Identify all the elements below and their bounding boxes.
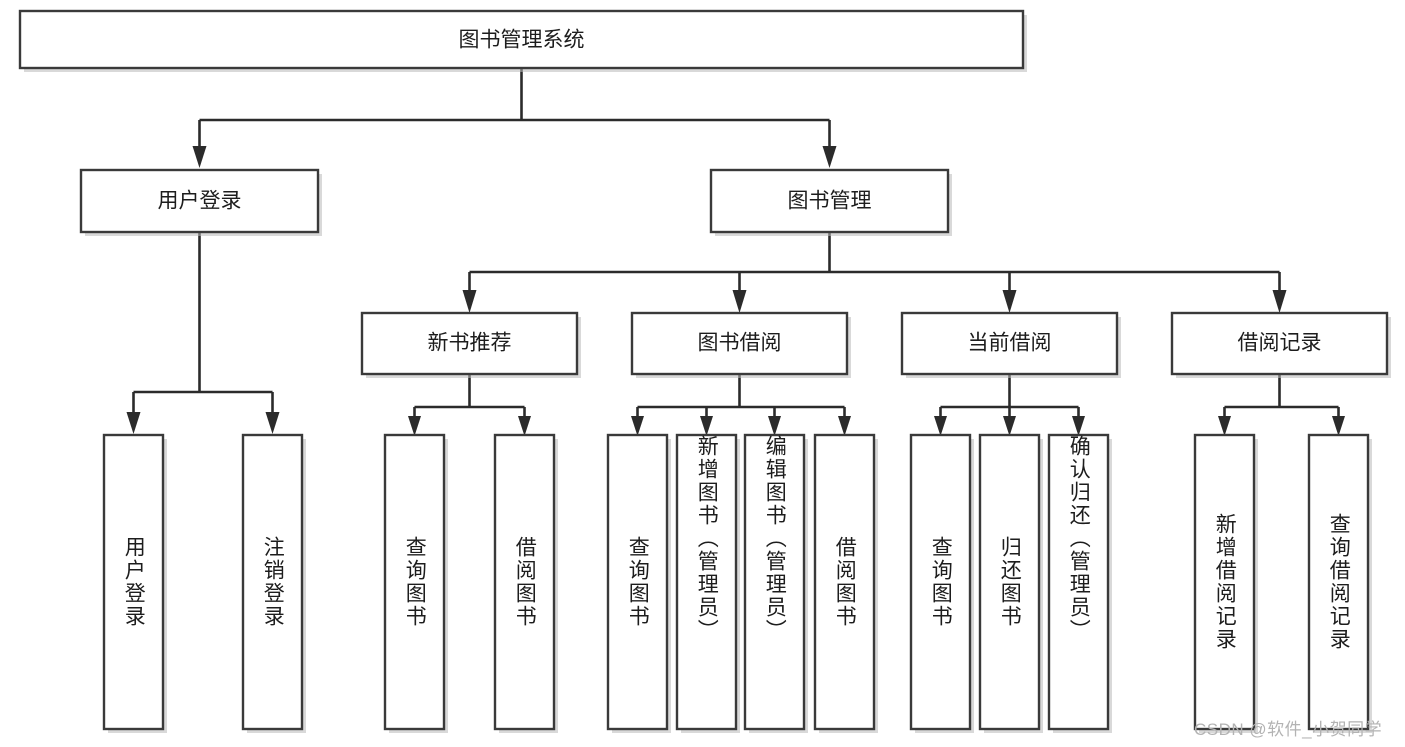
- node-new-book-recommend-label: 新书推荐: [428, 332, 512, 355]
- node-book-manage[interactable]: 图书管理: [709, 168, 952, 236]
- arrow-head-leaf-query-book-2: [631, 416, 644, 436]
- connector-group-borrow-record-to-leaves: [1218, 374, 1345, 436]
- arrow-head-leaf-add-book: [700, 416, 713, 436]
- node-current-borrow-label: 当前借阅: [968, 332, 1052, 355]
- node-user-login[interactable]: 用户登录: [79, 168, 322, 236]
- node-leaf-query-book-3[interactable]: [909, 433, 974, 733]
- arrow-head-leaf-user-login: [126, 412, 141, 434]
- node-leaf-add-record[interactable]: [1193, 433, 1258, 733]
- node-borrow-record-label: 借阅记录: [1238, 332, 1322, 355]
- connector-group-book-manage-to-level3: [462, 232, 1287, 313]
- node-leaf-user-login[interactable]: [102, 433, 167, 733]
- node-book-borrow-label: 图书借阅: [698, 332, 782, 355]
- arrow-head-leaf-edit-book: [768, 416, 781, 436]
- node-root[interactable]: 图书管理系统: [18, 9, 1027, 72]
- arrow-head-user-login: [192, 146, 207, 168]
- node-leaf-borrow-book-2[interactable]: [813, 433, 878, 733]
- arrow-head-leaf-query-record: [1332, 416, 1345, 436]
- node-root-label: 图书管理系统: [459, 29, 585, 52]
- arrow-head-leaf-add-record: [1218, 416, 1231, 436]
- arrow-head-leaf-return-book: [1003, 416, 1016, 436]
- arrow-head-borrow-record: [1272, 290, 1287, 313]
- connector-group-root-to-level2: [192, 68, 837, 168]
- node-leaf-confirm-return[interactable]: [1047, 433, 1112, 733]
- csdn-watermark: CSDN @软件_小贺同学: [1194, 720, 1383, 739]
- connector-group-new-book-to-leaves: [408, 374, 531, 436]
- arrow-head-new-book-recommend: [462, 290, 477, 313]
- arrow-head-book-borrow: [732, 290, 747, 313]
- node-leaf-return-book[interactable]: [978, 433, 1043, 733]
- arrow-head-book-manage: [822, 146, 837, 168]
- node-leaf-query-book-1[interactable]: [383, 433, 448, 733]
- node-leaf-query-book-2[interactable]: [606, 433, 671, 733]
- arrow-head-leaf-confirm-return: [1072, 416, 1085, 436]
- arrow-head-leaf-borrow-book-1: [518, 416, 531, 436]
- node-leaf-query-record[interactable]: [1307, 433, 1372, 733]
- connector-group-book-borrow-to-leaves: [631, 374, 851, 436]
- node-current-borrow[interactable]: 当前借阅: [900, 311, 1121, 378]
- leaf-box-group: [102, 433, 1372, 733]
- arrow-head-current-borrow: [1002, 290, 1017, 313]
- node-new-book-recommend[interactable]: 新书推荐: [360, 311, 581, 378]
- node-leaf-edit-book[interactable]: [743, 433, 808, 733]
- arrow-head-leaf-logout-login: [265, 412, 280, 434]
- node-borrow-record[interactable]: 借阅记录: [1170, 311, 1391, 378]
- connector-group-current-borrow-to-leaves: [934, 374, 1085, 436]
- arrow-head-leaf-borrow-book-2: [838, 416, 851, 436]
- node-user-login-label: 用户登录: [158, 190, 242, 213]
- connector-group-user-login-to-leaves: [126, 232, 280, 434]
- arrow-head-leaf-query-book-3: [934, 416, 947, 436]
- node-leaf-logout-login[interactable]: [241, 433, 306, 733]
- node-leaf-borrow-book-1[interactable]: [493, 433, 558, 733]
- node-book-borrow[interactable]: 图书借阅: [630, 311, 851, 378]
- node-book-manage-label: 图书管理: [788, 190, 872, 213]
- node-leaf-add-book[interactable]: [675, 433, 740, 733]
- arrow-head-leaf-query-book-1: [408, 416, 421, 436]
